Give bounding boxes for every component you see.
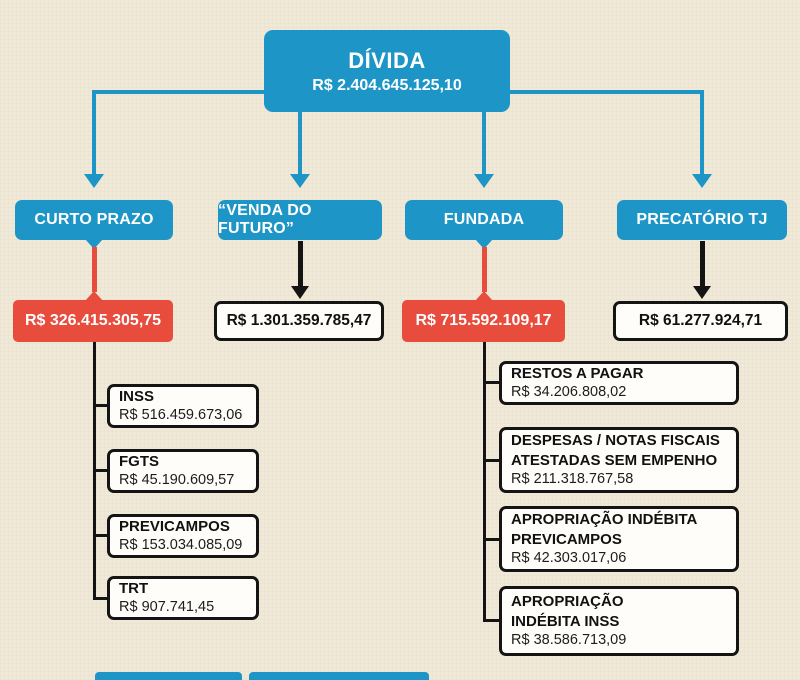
leaf-name: DESPESAS / NOTAS FISCAIS ATESTADAS SEM E… — [511, 432, 720, 469]
red-box-pointer-tab — [85, 291, 103, 301]
leaf-box-previcampos: PREVICAMPOS R$ 153.034.085,09 — [107, 514, 259, 558]
root-debt-box: DÍVIDA R$ 2.404.645.125,10 — [264, 30, 510, 112]
root-value: R$ 2.404.645.125,10 — [312, 76, 462, 94]
arrowhead-down-icon — [474, 174, 494, 188]
leaf-name: INSS — [119, 387, 155, 405]
bracket-stub — [93, 534, 109, 537]
branch-header-precatorio-tj: PRECATÓRIO TJ — [617, 200, 787, 240]
bracket-stub — [93, 404, 109, 407]
root-title: DÍVIDA — [348, 47, 426, 73]
leaf-value: R$ 38.586.713,09 — [511, 632, 627, 649]
red-connector-fundada — [482, 247, 487, 292]
leaf-value: R$ 516.459.673,06 — [119, 407, 243, 424]
black-arrow-precatorio — [700, 241, 705, 287]
header-pointer-tab — [85, 239, 103, 249]
red-connector-curto-prazo — [92, 247, 97, 292]
cropped-box — [95, 672, 242, 680]
leaf-name: FGTS — [119, 452, 159, 470]
bracket-stub — [483, 381, 500, 384]
value-box-fundada: R$ 715.592.109,17 — [402, 300, 565, 342]
leaf-value: R$ 34.206.808,02 — [511, 384, 627, 401]
branch-header-venda-do-futuro: “VENDA DO FUTURO” — [218, 200, 382, 240]
branch-header-fundada: FUNDADA — [405, 200, 563, 240]
leaf-value: R$ 42.303.017,06 — [511, 550, 627, 567]
leaf-name: PREVICAMPOS — [119, 517, 230, 535]
arrowhead-down-icon — [84, 174, 104, 188]
leaf-name: APROPRIAÇÃO INDÉBITA INSS — [511, 593, 624, 630]
leaf-box-despesas-notas-fiscais: DESPESAS / NOTAS FISCAIS ATESTADAS SEM E… — [499, 427, 739, 493]
connector-drop-precatorio — [700, 90, 704, 175]
leaf-box-restos-a-pagar: RESTOS A PAGAR R$ 34.206.808,02 — [499, 361, 739, 405]
bracket-stub — [93, 469, 109, 472]
value-box-precatorio-tj: R$ 61.277.924,71 — [613, 301, 788, 341]
arrowhead-down-icon — [692, 174, 712, 188]
bracket-stub — [483, 619, 500, 622]
leaf-name: RESTOS A PAGAR — [511, 364, 644, 382]
bracket-line-fundada — [483, 342, 486, 621]
connector-drop-venda-do-futuro — [298, 108, 302, 175]
connector-drop-fundada — [482, 108, 486, 175]
cropped-box — [249, 672, 429, 680]
leaf-value: R$ 907.741,45 — [119, 599, 215, 616]
leaf-box-apropriacao-previcampos: APROPRIAÇÃO INDÉBITA PREVICAMPOS R$ 42.3… — [499, 506, 739, 572]
bracket-stub — [93, 597, 109, 600]
bracket-stub — [483, 538, 500, 541]
value-box-curto-prazo: R$ 326.415.305,75 — [13, 300, 173, 342]
leaf-name: APROPRIAÇÃO INDÉBITA PREVICAMPOS — [511, 511, 698, 548]
branch-header-curto-prazo: CURTO PRAZO — [15, 200, 173, 240]
leaf-value: R$ 211.318.767,58 — [511, 471, 634, 488]
leaf-box-inss: INSS R$ 516.459.673,06 — [107, 384, 259, 428]
arrowhead-down-icon — [693, 286, 711, 299]
connector-drop-curto-prazo — [92, 90, 96, 175]
value-box-venda-do-futuro: R$ 1.301.359.785,47 — [214, 301, 384, 341]
leaf-box-fgts: FGTS R$ 45.190.609,57 — [107, 449, 259, 493]
arrowhead-down-icon — [290, 174, 310, 188]
header-pointer-tab — [475, 239, 493, 249]
arrowhead-down-icon — [291, 286, 309, 299]
black-arrow-venda-do-futuro — [298, 241, 303, 287]
red-box-pointer-tab — [475, 291, 493, 301]
leaf-box-trt: TRT R$ 907.741,45 — [107, 576, 259, 620]
leaf-name: TRT — [119, 579, 149, 597]
bracket-stub — [483, 459, 500, 462]
leaf-value: R$ 45.190.609,57 — [119, 472, 235, 489]
leaf-value: R$ 153.034.085,09 — [119, 537, 243, 554]
leaf-box-apropriacao-inss: APROPRIAÇÃO INDÉBITA INSS R$ 38.586.713,… — [499, 586, 739, 656]
